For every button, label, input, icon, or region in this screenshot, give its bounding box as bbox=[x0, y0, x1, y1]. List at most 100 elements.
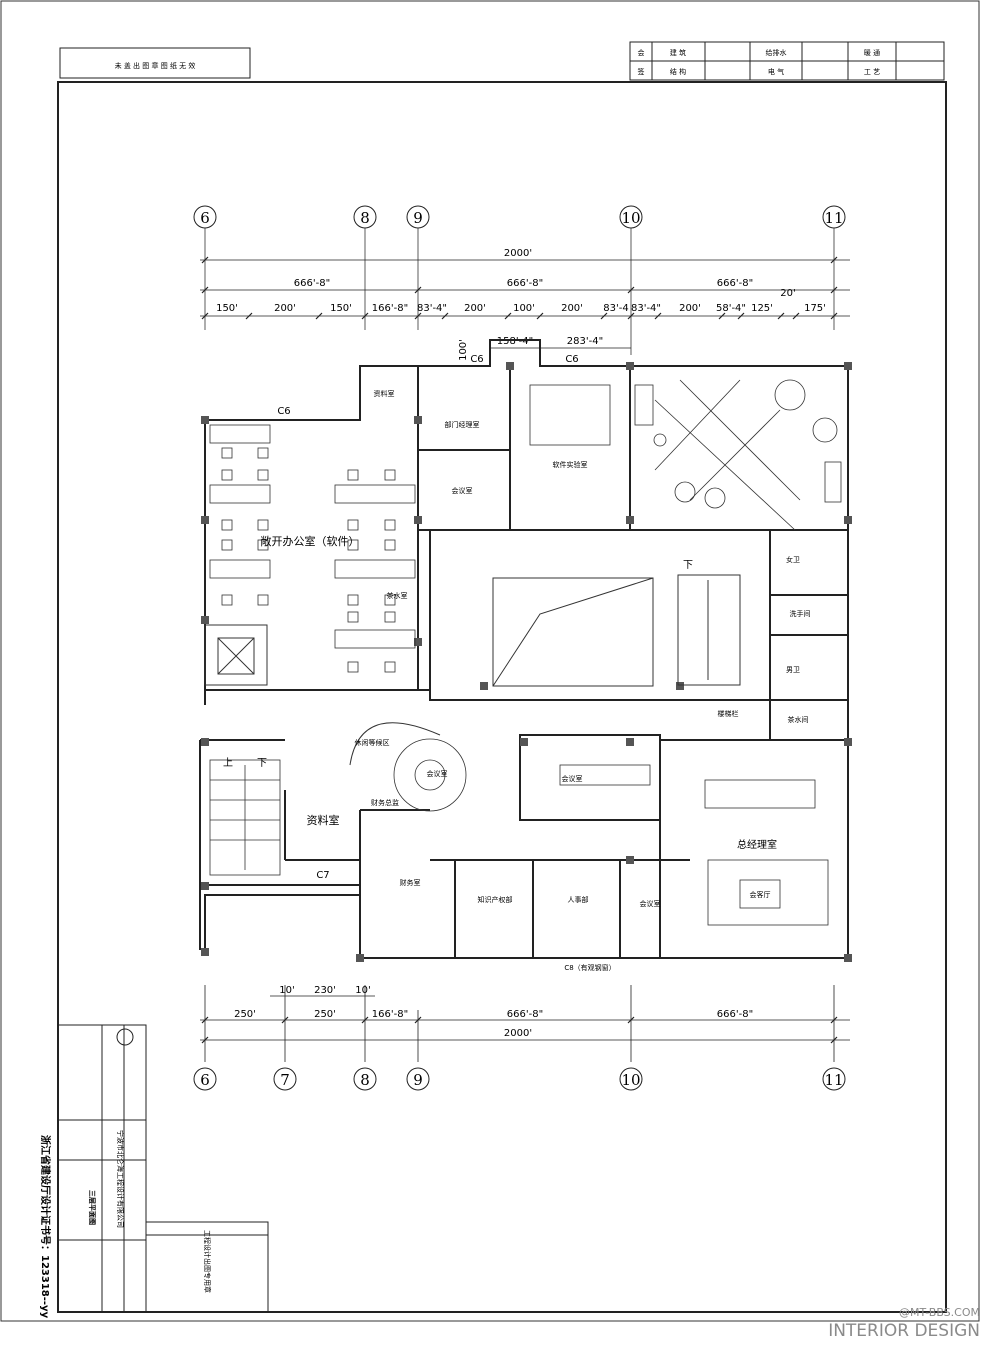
watermark-site: @MT-BBS.COM bbox=[899, 1306, 980, 1319]
room-meeting-ceo: 会议室 bbox=[640, 899, 661, 908]
room-labels: 敞开办公室（软件） 资料室 部门经理室 会议室 软件实验室 茶水室 女卫 洗手间… bbox=[223, 389, 811, 908]
dim-b-mid-2: 250' bbox=[314, 1009, 336, 1020]
dim-d13: 125' bbox=[751, 303, 773, 314]
dim-d4: 166'-8" bbox=[372, 303, 408, 314]
room-dept-manager: 部门经理室 bbox=[445, 420, 480, 429]
elevator bbox=[204, 624, 268, 686]
dim-small-20: 20' bbox=[780, 288, 795, 299]
open-office-desks bbox=[209, 424, 416, 673]
window-labels: C6 C6 C6 C7 C8（有观钢窗） bbox=[277, 354, 615, 972]
signoff-r2c2: 结 构 bbox=[670, 67, 686, 76]
room-pantry: 茶水间 bbox=[788, 715, 809, 724]
grid-bottom-11: 11 bbox=[824, 1071, 843, 1089]
drawing-name: 三层平面图 bbox=[88, 1190, 97, 1225]
signoff-table: 会 建 筑 给排水 暖 通 签 结 构 电 气 工 艺 bbox=[629, 41, 945, 81]
grid-bottom-7: 7 bbox=[280, 1071, 290, 1089]
room-reception: 会客厅 bbox=[750, 890, 771, 899]
room-archive-small: 资料室 bbox=[374, 389, 395, 398]
room-hr: 人事部 bbox=[568, 895, 589, 904]
window-c7: C7 bbox=[316, 870, 329, 881]
signoff-r2c1: 签 bbox=[638, 67, 645, 76]
atrium-void bbox=[492, 574, 741, 687]
room-archive: 资料室 bbox=[307, 813, 340, 827]
grid-bottom-8: 8 bbox=[360, 1071, 370, 1089]
dim-b-mid-5: 666'-8" bbox=[717, 1009, 753, 1020]
project-stamp: 工程设计出图专用章 bbox=[203, 1230, 212, 1293]
title-block: 宁波市北仑海工程设计有限公司 浙江省建设厅设计证书号：123318--yy 三层… bbox=[39, 1024, 269, 1319]
signoff-r1c4: 暖 通 bbox=[864, 48, 880, 57]
grid-bottom-9: 9 bbox=[413, 1071, 423, 1089]
dim-d1: 150' bbox=[216, 303, 238, 314]
building-walls bbox=[199, 339, 849, 959]
stair-down-label-2: 下 bbox=[683, 560, 693, 571]
grid-bubbles-top: 6 8 9 10 11 bbox=[193, 205, 846, 355]
signoff-r2c4: 工 艺 bbox=[864, 68, 880, 76]
dim-d7: 100' bbox=[513, 303, 535, 314]
dim-d10: 83'-4" bbox=[631, 303, 661, 314]
room-finance-supervisor: 财务总监 bbox=[371, 798, 399, 807]
dim-total-top: 2000' bbox=[504, 248, 532, 259]
room-lounge: 休闲等候区 bbox=[355, 738, 390, 747]
room-software-lab: 软件实验室 bbox=[553, 460, 588, 469]
room-men-wc: 男卫 bbox=[786, 666, 800, 674]
room-washroom: 洗手间 bbox=[790, 609, 811, 618]
dim-b-top-1: 10' bbox=[279, 985, 294, 996]
stamp-text: 未 盖 出 图 章 图 纸 无 效 bbox=[115, 61, 196, 70]
dim-d14: 175' bbox=[804, 303, 826, 314]
grid-bottom-10: 10 bbox=[621, 1071, 640, 1089]
dim-total-bottom: 2000' bbox=[504, 1028, 532, 1039]
room-women-wc: 女卫 bbox=[786, 555, 800, 564]
grid-top-11: 11 bbox=[824, 209, 843, 227]
window-c8: C8（有观钢窗） bbox=[564, 963, 615, 972]
dim-b-mid-1: 250' bbox=[234, 1009, 256, 1020]
room-meeting-small: 会议室 bbox=[452, 486, 473, 495]
watermark: @MT-BBS.COM INTERIOR DESIGN bbox=[828, 1306, 980, 1341]
dim-d6: 200' bbox=[464, 303, 486, 314]
dim-d2: 200' bbox=[274, 303, 296, 314]
drawing-frame bbox=[57, 81, 947, 1313]
stamp-box: 未 盖 出 图 章 图 纸 无 效 bbox=[59, 47, 251, 79]
signoff-r1c2: 建 筑 bbox=[670, 48, 686, 57]
grid-bottom-6: 6 bbox=[200, 1071, 210, 1089]
dimension-labels-top: 2000' 666'-8" 666'-8" 666'-8" 150' 200' … bbox=[216, 248, 826, 361]
dim-third-2: 666'-8" bbox=[507, 278, 543, 289]
dimension-labels-bottom: 10' 230' 10' 250' 250' 166'-8" 666'-8" 6… bbox=[234, 985, 753, 1039]
dim-d8: 200' bbox=[561, 303, 583, 314]
window-c6b: C6 bbox=[470, 354, 483, 365]
stair-southwest bbox=[209, 759, 281, 876]
window-c6a: C6 bbox=[277, 406, 290, 417]
dim-b-mid-4: 666'-8" bbox=[507, 1009, 543, 1020]
stair-down-label: 下 bbox=[257, 758, 267, 769]
watermark-brand: INTERIOR DESIGN bbox=[828, 1321, 980, 1341]
dim-third-3: 666'-8" bbox=[717, 278, 753, 289]
stair-up-label: 上 bbox=[223, 757, 233, 769]
dimensions-top bbox=[200, 256, 850, 349]
dim-b-top-3: 10' bbox=[355, 985, 370, 996]
dim-d11: 200' bbox=[679, 303, 701, 314]
room-meeting-large: 会议室 bbox=[562, 774, 583, 783]
signoff-r2c3: 电 气 bbox=[768, 67, 784, 76]
grid-top-8: 8 bbox=[360, 209, 370, 227]
meeting-tables bbox=[349, 384, 829, 926]
dim-d9: 83'-4 bbox=[603, 303, 628, 314]
grid-top-10: 10 bbox=[621, 209, 640, 227]
sheet-border bbox=[0, 0, 980, 1322]
grid-bubbles-bottom: 6 7 8 9 10 11 bbox=[193, 1067, 846, 1091]
dim-b-mid-3: 166'-8" bbox=[372, 1009, 408, 1020]
structural-columns bbox=[201, 362, 852, 962]
garden-area bbox=[634, 379, 842, 531]
grid-top-6: 6 bbox=[200, 209, 210, 227]
dim-small-158: 158'-4" bbox=[497, 336, 533, 347]
dim-d3: 150' bbox=[330, 303, 352, 314]
room-finance: 财务室 bbox=[400, 878, 421, 887]
dim-b-top-2: 230' bbox=[314, 985, 336, 996]
room-meeting-round: 会议室 bbox=[427, 769, 448, 778]
window-c6c: C6 bbox=[565, 354, 578, 365]
dim-small-100: 100' bbox=[458, 339, 469, 361]
grid-top-9: 9 bbox=[413, 209, 423, 227]
signoff-r1c1: 会 bbox=[638, 48, 645, 57]
skylight-label: 楼梯栏 bbox=[718, 709, 739, 718]
certificate-number: 浙江省建设厅设计证书号：123318--yy bbox=[39, 1135, 52, 1319]
dim-d12: 58'-4" bbox=[716, 303, 746, 314]
